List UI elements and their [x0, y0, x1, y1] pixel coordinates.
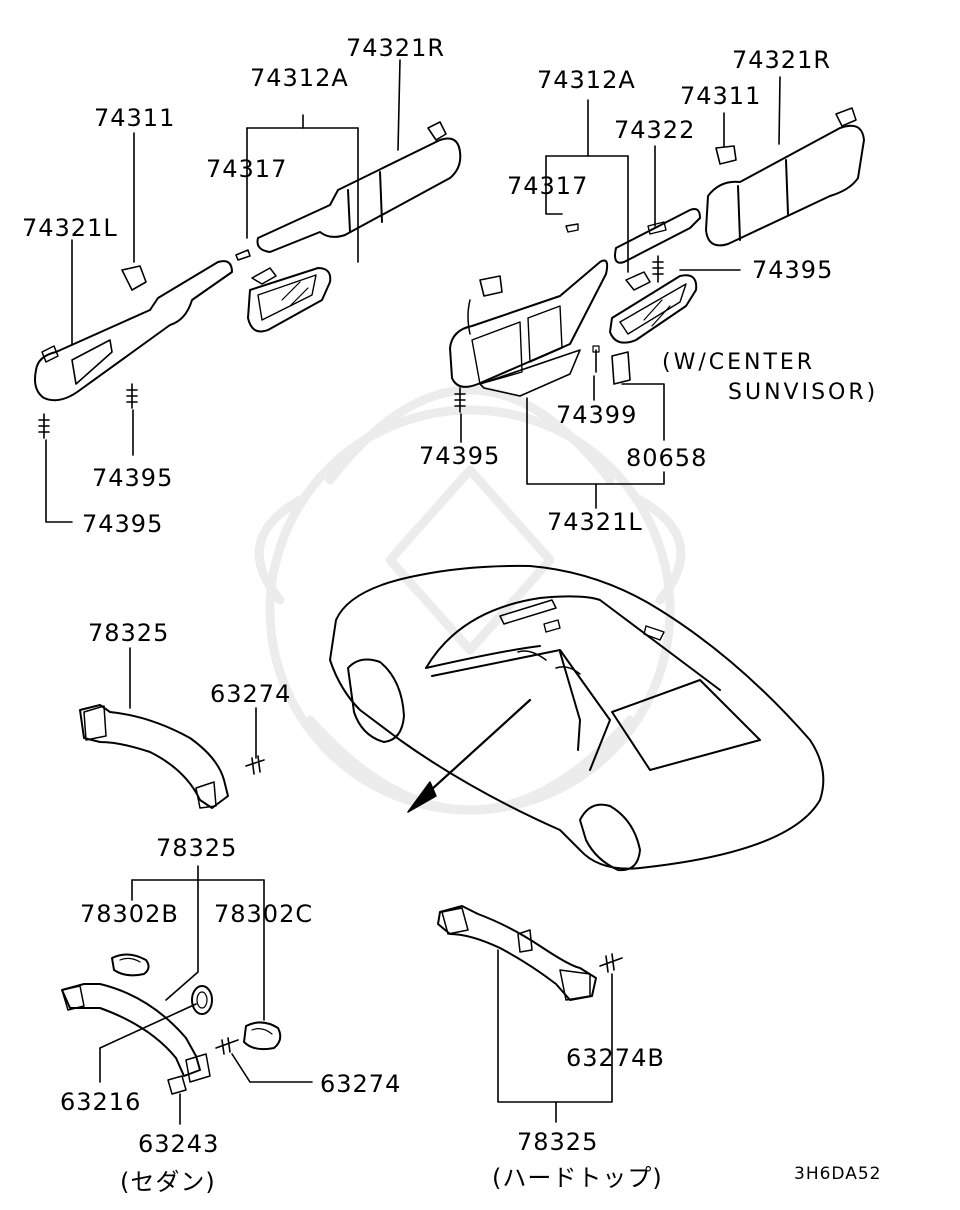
part-number-63243: 63243 [138, 1130, 220, 1158]
watermark [254, 385, 686, 815]
sedan-label: (セダン) [120, 1168, 216, 1196]
center-sunvisor-note-line2: SUNVISOR) [728, 380, 879, 405]
left-leader-lines [45, 59, 401, 523]
part-number-74321l-left: 74321L [22, 214, 118, 242]
part-number-74395-left-a: 74395 [92, 464, 174, 492]
center-sunvisor-note-line1: (W/CENTER [662, 350, 816, 375]
hardtop-label: (ハードトップ) [492, 1164, 663, 1192]
part-number-78325-mid: 78325 [156, 834, 238, 862]
assist-grip-upper-leaders [129, 647, 257, 759]
assist-grip-sedan-leaders [99, 865, 313, 1125]
part-number-74317-left: 74317 [206, 155, 288, 183]
assist-grip-hardtop-drawing [437, 905, 623, 1001]
part-number-74399: 74399 [556, 401, 638, 429]
part-number-74322: 74322 [614, 116, 696, 144]
part-number-80658: 80658 [626, 444, 708, 472]
part-number-74311-left: 74311 [94, 104, 176, 132]
right-sunvisor-drawing [449, 107, 865, 413]
direction-arrow [418, 698, 532, 802]
part-number-74395-left-b: 74395 [82, 510, 164, 538]
part-number-78325-top: 78325 [88, 619, 170, 647]
part-number-74321r-left: 74321R [346, 34, 446, 62]
assist-grip-upper-drawing [79, 704, 265, 809]
part-number-63274b: 63274B [566, 1044, 665, 1072]
part-number-74395-right-b: 74395 [419, 442, 501, 470]
part-number-78325-bottom: 78325 [517, 1128, 599, 1156]
part-number-74321l-right: 74321L [547, 508, 643, 536]
part-number-74395-right-a: 74395 [752, 256, 834, 284]
right-leader-lines [460, 76, 781, 509]
part-number-74311-right: 74311 [680, 82, 762, 110]
part-number-63274-top: 63274 [210, 680, 292, 708]
part-number-78302b: 78302B [80, 900, 179, 928]
part-number-74312a-left: 74312A [250, 64, 349, 92]
diagram-code: 3H6DA52 [794, 1164, 882, 1184]
assist-grip-hardtop-leaders [497, 949, 613, 1123]
part-number-78302c: 78302C [214, 900, 314, 928]
part-number-74321r-right: 74321R [732, 46, 832, 74]
assist-grip-sedan-drawing [61, 953, 282, 1095]
part-number-63274-bottom: 63274 [320, 1070, 402, 1098]
arrow-head [407, 781, 437, 813]
part-number-74317-right: 74317 [507, 172, 589, 200]
car-drawing [329, 564, 825, 872]
left-sunvisor-drawing [34, 121, 462, 439]
part-number-74312a-right: 74312A [537, 66, 636, 94]
part-number-63216: 63216 [60, 1088, 142, 1116]
